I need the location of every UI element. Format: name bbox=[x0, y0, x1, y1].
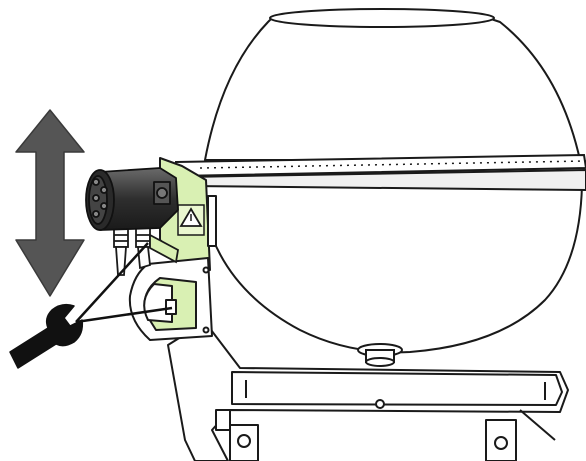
access-cover bbox=[128, 257, 213, 341]
bottom-flange bbox=[175, 153, 586, 192]
base-frame bbox=[167, 321, 569, 461]
wrench-icon bbox=[9, 242, 173, 369]
hose-fittings bbox=[113, 224, 179, 276]
fan-housing bbox=[199, 8, 583, 354]
hydraulic-motor bbox=[85, 167, 179, 231]
up-down-arrow-icon bbox=[15, 109, 85, 297]
outlet-pipe bbox=[357, 343, 403, 367]
warning-triangle-icon bbox=[177, 204, 205, 236]
